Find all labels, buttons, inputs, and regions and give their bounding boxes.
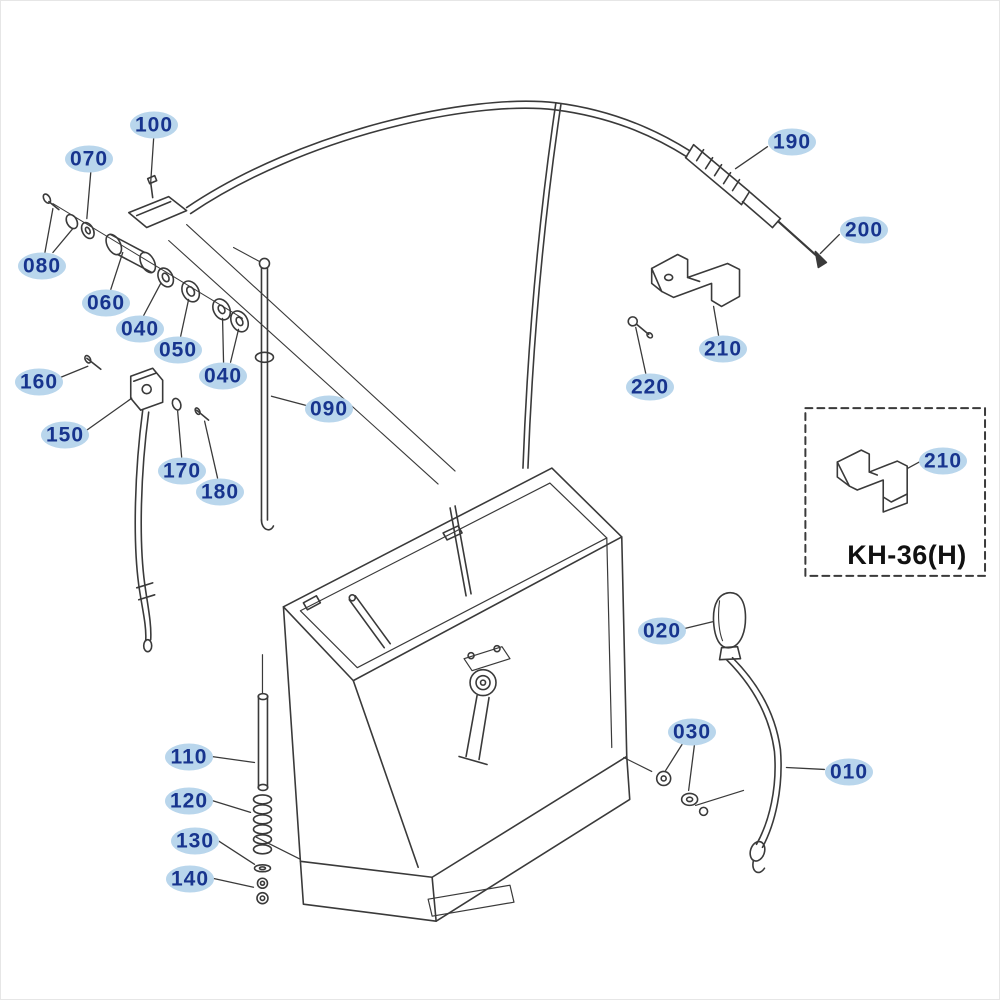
part-spring-120 <box>252 794 273 855</box>
callout-130[interactable]: 130 <box>171 827 219 855</box>
callout-180[interactable]: 180 <box>196 478 244 506</box>
part-washer-130 <box>253 863 272 873</box>
part-nuts-140 <box>256 877 269 905</box>
callout-010[interactable]: 010 <box>825 758 873 786</box>
callout-040-b[interactable]: 040 <box>199 362 247 390</box>
callout-060[interactable]: 060 <box>82 289 130 317</box>
part-washers-040-050 <box>157 267 250 333</box>
callout-190[interactable]: 190 <box>768 128 816 156</box>
part-lever-010-knob-020 <box>623 592 782 874</box>
callout-140[interactable]: 140 <box>166 865 214 893</box>
callout-050[interactable]: 050 <box>154 336 202 364</box>
callout-090[interactable]: 090 <box>305 395 353 423</box>
callout-080[interactable]: 080 <box>18 252 66 280</box>
callout-100[interactable]: 100 <box>130 111 178 139</box>
inset-model-label: KH-36(H) <box>847 540 967 570</box>
callout-170[interactable]: 170 <box>158 457 206 485</box>
part-spacer-060 <box>105 233 157 274</box>
part-fasteners-030 <box>655 770 709 817</box>
inset-dashed-box <box>804 407 987 577</box>
part-bolt-220 <box>627 316 654 339</box>
part-fastener-stack <box>42 193 95 240</box>
guide-lines <box>168 224 456 485</box>
part-console-box <box>255 467 631 922</box>
callout-120[interactable]: 120 <box>165 787 213 815</box>
part-inner-mechanism <box>348 505 511 766</box>
callout-210-inset[interactable]: 210 <box>919 447 967 475</box>
callout-210-main[interactable]: 210 <box>699 335 747 363</box>
part-rod-110 <box>257 654 269 792</box>
part-rod-090 <box>232 246 275 531</box>
callout-220[interactable]: 220 <box>626 373 674 401</box>
part-bracket-100 <box>127 174 188 229</box>
part-upper-cable <box>185 100 691 469</box>
callout-040-a[interactable]: 040 <box>116 315 164 343</box>
callout-030[interactable]: 030 <box>668 718 716 746</box>
callout-110[interactable]: 110 <box>165 743 213 771</box>
leader-lines <box>44 137 920 888</box>
part-bracket-210 <box>650 253 741 308</box>
callout-160[interactable]: 160 <box>15 368 63 396</box>
callout-020[interactable]: 020 <box>638 617 686 645</box>
callout-200[interactable]: 200 <box>840 216 888 244</box>
part-inset-bracket-210 <box>836 449 908 513</box>
part-tip-200 <box>814 250 828 269</box>
part-cable-end-190 <box>684 143 819 258</box>
callout-150[interactable]: 150 <box>41 421 89 449</box>
part-bracket-150-and-cable <box>84 354 210 653</box>
callout-070[interactable]: 070 <box>65 145 113 173</box>
